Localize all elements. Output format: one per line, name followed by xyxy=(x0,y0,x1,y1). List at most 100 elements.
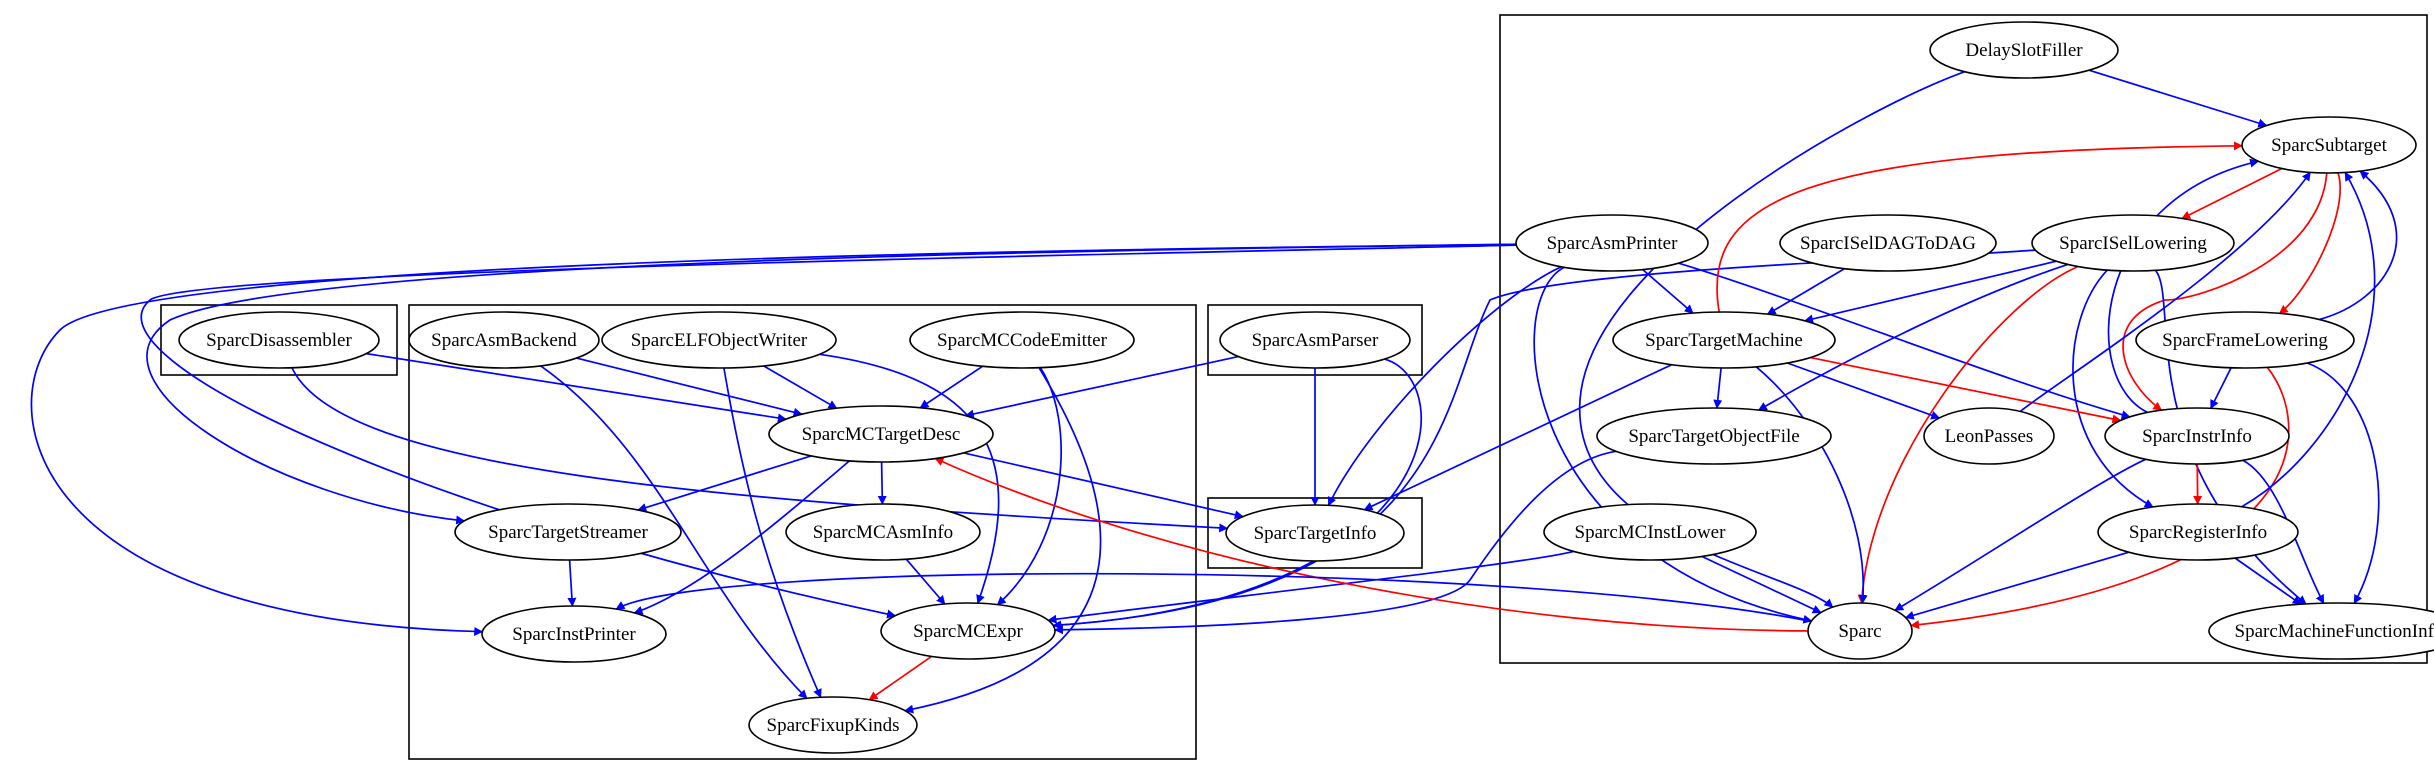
node-label: SparcSubtarget xyxy=(2271,135,2387,156)
node-label: SparcMCTargetDesc xyxy=(802,424,961,445)
edge-SparcAsmPrinter-to-SparcMCExpr xyxy=(140,244,1517,619)
node-SparcAsmBackend: SparcAsmBackend xyxy=(408,311,600,369)
node-label: SparcMachineFunctionInfo xyxy=(2235,621,2434,642)
edge-SparcELFObjectWriter-to-SparcFixupKinds xyxy=(723,367,822,699)
edge-SparcFrameLowering-to-Sparc xyxy=(1910,366,2290,630)
edge-SparcSubtarget-to-SparcInstrInfo xyxy=(2122,172,2328,411)
node-label: Sparc xyxy=(1838,621,1881,642)
node-SparcAsmParser: SparcAsmParser xyxy=(1219,311,1411,369)
node-ellipse xyxy=(2031,214,2235,272)
node-SparcISelLowering: SparcISelLowering xyxy=(2031,214,2235,272)
node-label: SparcISelDAGToDAG xyxy=(1800,233,1976,254)
edge-SparcInstrInfo-to-SparcSubtarget xyxy=(2107,158,2260,414)
node-label: SparcRegisterInfo xyxy=(2129,522,2267,543)
edge-SparcInstrInfo-to-Sparc xyxy=(1894,458,2147,612)
edge-SparcMCTargetDesc-to-SparcTargetInfo xyxy=(963,452,1244,520)
node-ellipse xyxy=(2104,407,2290,465)
node-SparcMCExpr: SparcMCExpr xyxy=(880,602,1056,660)
node-SparcTargetObjectFile: SparcTargetObjectFile xyxy=(1596,407,1832,465)
node-ellipse xyxy=(178,311,380,369)
node-ellipse xyxy=(1612,311,1836,369)
edge-SparcMCTargetDesc-to-SparcTargetStreamer xyxy=(637,455,812,512)
edge-SparcAsmPrinter-to-SparcInstPrinter xyxy=(30,243,1517,636)
node-label: SparcMCAsmInfo xyxy=(813,522,953,543)
edge-SparcMCTargetDesc-to-SparcInstPrinter xyxy=(633,460,850,615)
edges-layer xyxy=(30,69,2398,714)
node-ellipse xyxy=(408,311,600,369)
edge-SparcTargetMachine-to-SparcTargetInfo xyxy=(1363,363,1673,511)
edge-SparcMCCodeEmitter-to-SparcMCTargetDesc xyxy=(919,365,984,409)
node-SparcTargetStreamer: SparcTargetStreamer xyxy=(454,503,682,561)
edge-SparcMCTargetDesc-to-SparcMCAsmInfo xyxy=(877,461,887,505)
edge-LeonPasses-to-SparcSubtarget xyxy=(2019,171,2311,413)
node-ellipse xyxy=(1923,407,2055,465)
node-ellipse xyxy=(2241,116,2417,174)
edge-SparcISelLowering-to-SparcTargetObjectFile xyxy=(1757,263,2069,411)
edge-SparcAsmPrinter-to-SparcInstrInfo xyxy=(1678,262,2131,420)
node-label: SparcInstrInfo xyxy=(2142,426,2252,447)
node-SparcISelDAGToDAG: SparcISelDAGToDAG xyxy=(1779,214,1997,272)
node-label: SparcTargetInfo xyxy=(1254,523,1377,544)
edge-SparcTargetMachine-to-SparcInstrInfo xyxy=(1810,356,2122,424)
edge-SparcFrameLowering-to-SparcInstrInfo xyxy=(2210,367,2232,410)
node-ellipse xyxy=(1929,21,2119,79)
node-label: SparcAsmParser xyxy=(1252,330,1379,351)
node-SparcMCTargetDesc: SparcMCTargetDesc xyxy=(768,405,994,463)
edge-SparcISelLowering-to-SparcRegisterInfo xyxy=(2072,269,2154,508)
node-label: SparcMCExpr xyxy=(913,621,1023,642)
node-SparcDisassembler: SparcDisassembler xyxy=(178,311,380,369)
node-ellipse xyxy=(2135,311,2355,369)
node-label: SparcTargetObjectFile xyxy=(1628,426,1799,447)
node-label: SparcInstPrinter xyxy=(512,624,636,645)
cluster-disassembler xyxy=(160,304,398,376)
node-ellipse xyxy=(1543,503,1757,561)
node-ellipse xyxy=(768,405,994,463)
node-label: SparcFixupKinds xyxy=(767,715,900,736)
node-SparcSubtarget: SparcSubtarget xyxy=(2241,116,2417,174)
node-ellipse xyxy=(1807,602,1913,660)
edge-DelaySlotFiller-to-Sparc xyxy=(1579,70,1965,608)
edge-SparcAsmPrinter-to-SparcTargetMachine xyxy=(1642,268,1694,314)
edge-SparcMCCodeEmitter-to-SparcFixupKinds xyxy=(904,367,1102,714)
edge-SparcAsmBackend-to-SparcMCTargetDesc xyxy=(576,357,803,417)
node-label: SparcTargetMachine xyxy=(1645,330,1803,351)
node-DelaySlotFiller: DelaySlotFiller xyxy=(1929,21,2119,79)
node-ellipse xyxy=(1219,311,1411,369)
node-ellipse xyxy=(1779,214,1997,272)
edge-SparcRegisterInfo-to-Sparc xyxy=(1904,551,2130,620)
edge-SparcISelLowering-to-Sparc xyxy=(1857,265,2079,604)
edge-SparcTargetMachine-to-LeonPasses xyxy=(1787,362,1941,420)
node-ellipse xyxy=(1225,504,1405,562)
node-ellipse xyxy=(601,311,837,369)
edge-SparcRegisterInfo-to-SparcMachineFunctionInfo xyxy=(2234,557,2302,605)
node-ellipse xyxy=(1515,214,1709,272)
edge-SparcRegisterInfo-to-SparcSubtarget xyxy=(2241,171,2376,508)
edge-SparcISelLowering-to-SparcTargetMachine xyxy=(1804,260,2057,324)
edge-SparcAsmPrinter-to-SparcTargetInfo xyxy=(1327,266,1562,507)
edge-SparcTargetStreamer-to-SparcInstPrinter xyxy=(567,559,577,607)
edge-SparcMCInstLower-to-Sparc xyxy=(1701,555,1822,614)
edge-SparcTargetMachine-to-SparcTargetObjectFile xyxy=(1713,367,1723,409)
edge-SparcFrameLowering-to-SparcMachineFunctionInfo xyxy=(2306,362,2380,604)
node-label: SparcFrameLowering xyxy=(2162,330,2328,351)
node-SparcMCAsmInfo: SparcMCAsmInfo xyxy=(785,503,981,561)
node-SparcMachineFunctionInfo: SparcMachineFunctionInfo xyxy=(2208,602,2434,660)
node-label: SparcAsmPrinter xyxy=(1547,233,1679,254)
node-Sparc: Sparc xyxy=(1807,602,1913,660)
edge-SparcELFObjectWriter-to-SparcMCExpr xyxy=(819,353,1000,605)
edge-Sparc-to-SparcMCTargetDesc xyxy=(934,457,1809,632)
node-SparcFixupKinds: SparcFixupKinds xyxy=(748,696,918,754)
edge-SparcTargetMachine-to-SparcSubtarget xyxy=(1716,141,2243,313)
edge-SparcISelLowering-to-SparcMCExpr xyxy=(1052,249,2036,630)
edge-DelaySlotFiller-to-SparcSubtarget xyxy=(2088,69,2268,128)
node-label: SparcTargetStreamer xyxy=(488,522,648,543)
node-SparcRegisterInfo: SparcRegisterInfo xyxy=(2097,503,2299,561)
edge-SparcTargetMachine-to-Sparc xyxy=(1755,366,1868,604)
cluster-mctargetdesc xyxy=(408,304,1197,760)
edge-SparcAsmParser-to-SparcMCExpr xyxy=(1052,358,1423,630)
edge-SparcISelDAGToDAG-to-SparcTargetMachine xyxy=(1766,267,1846,315)
edge-SparcFrameLowering-to-SparcSubtarget xyxy=(2319,170,2398,321)
edge-SparcTargetObjectFile-to-SparcMCExpr xyxy=(1054,450,1617,635)
